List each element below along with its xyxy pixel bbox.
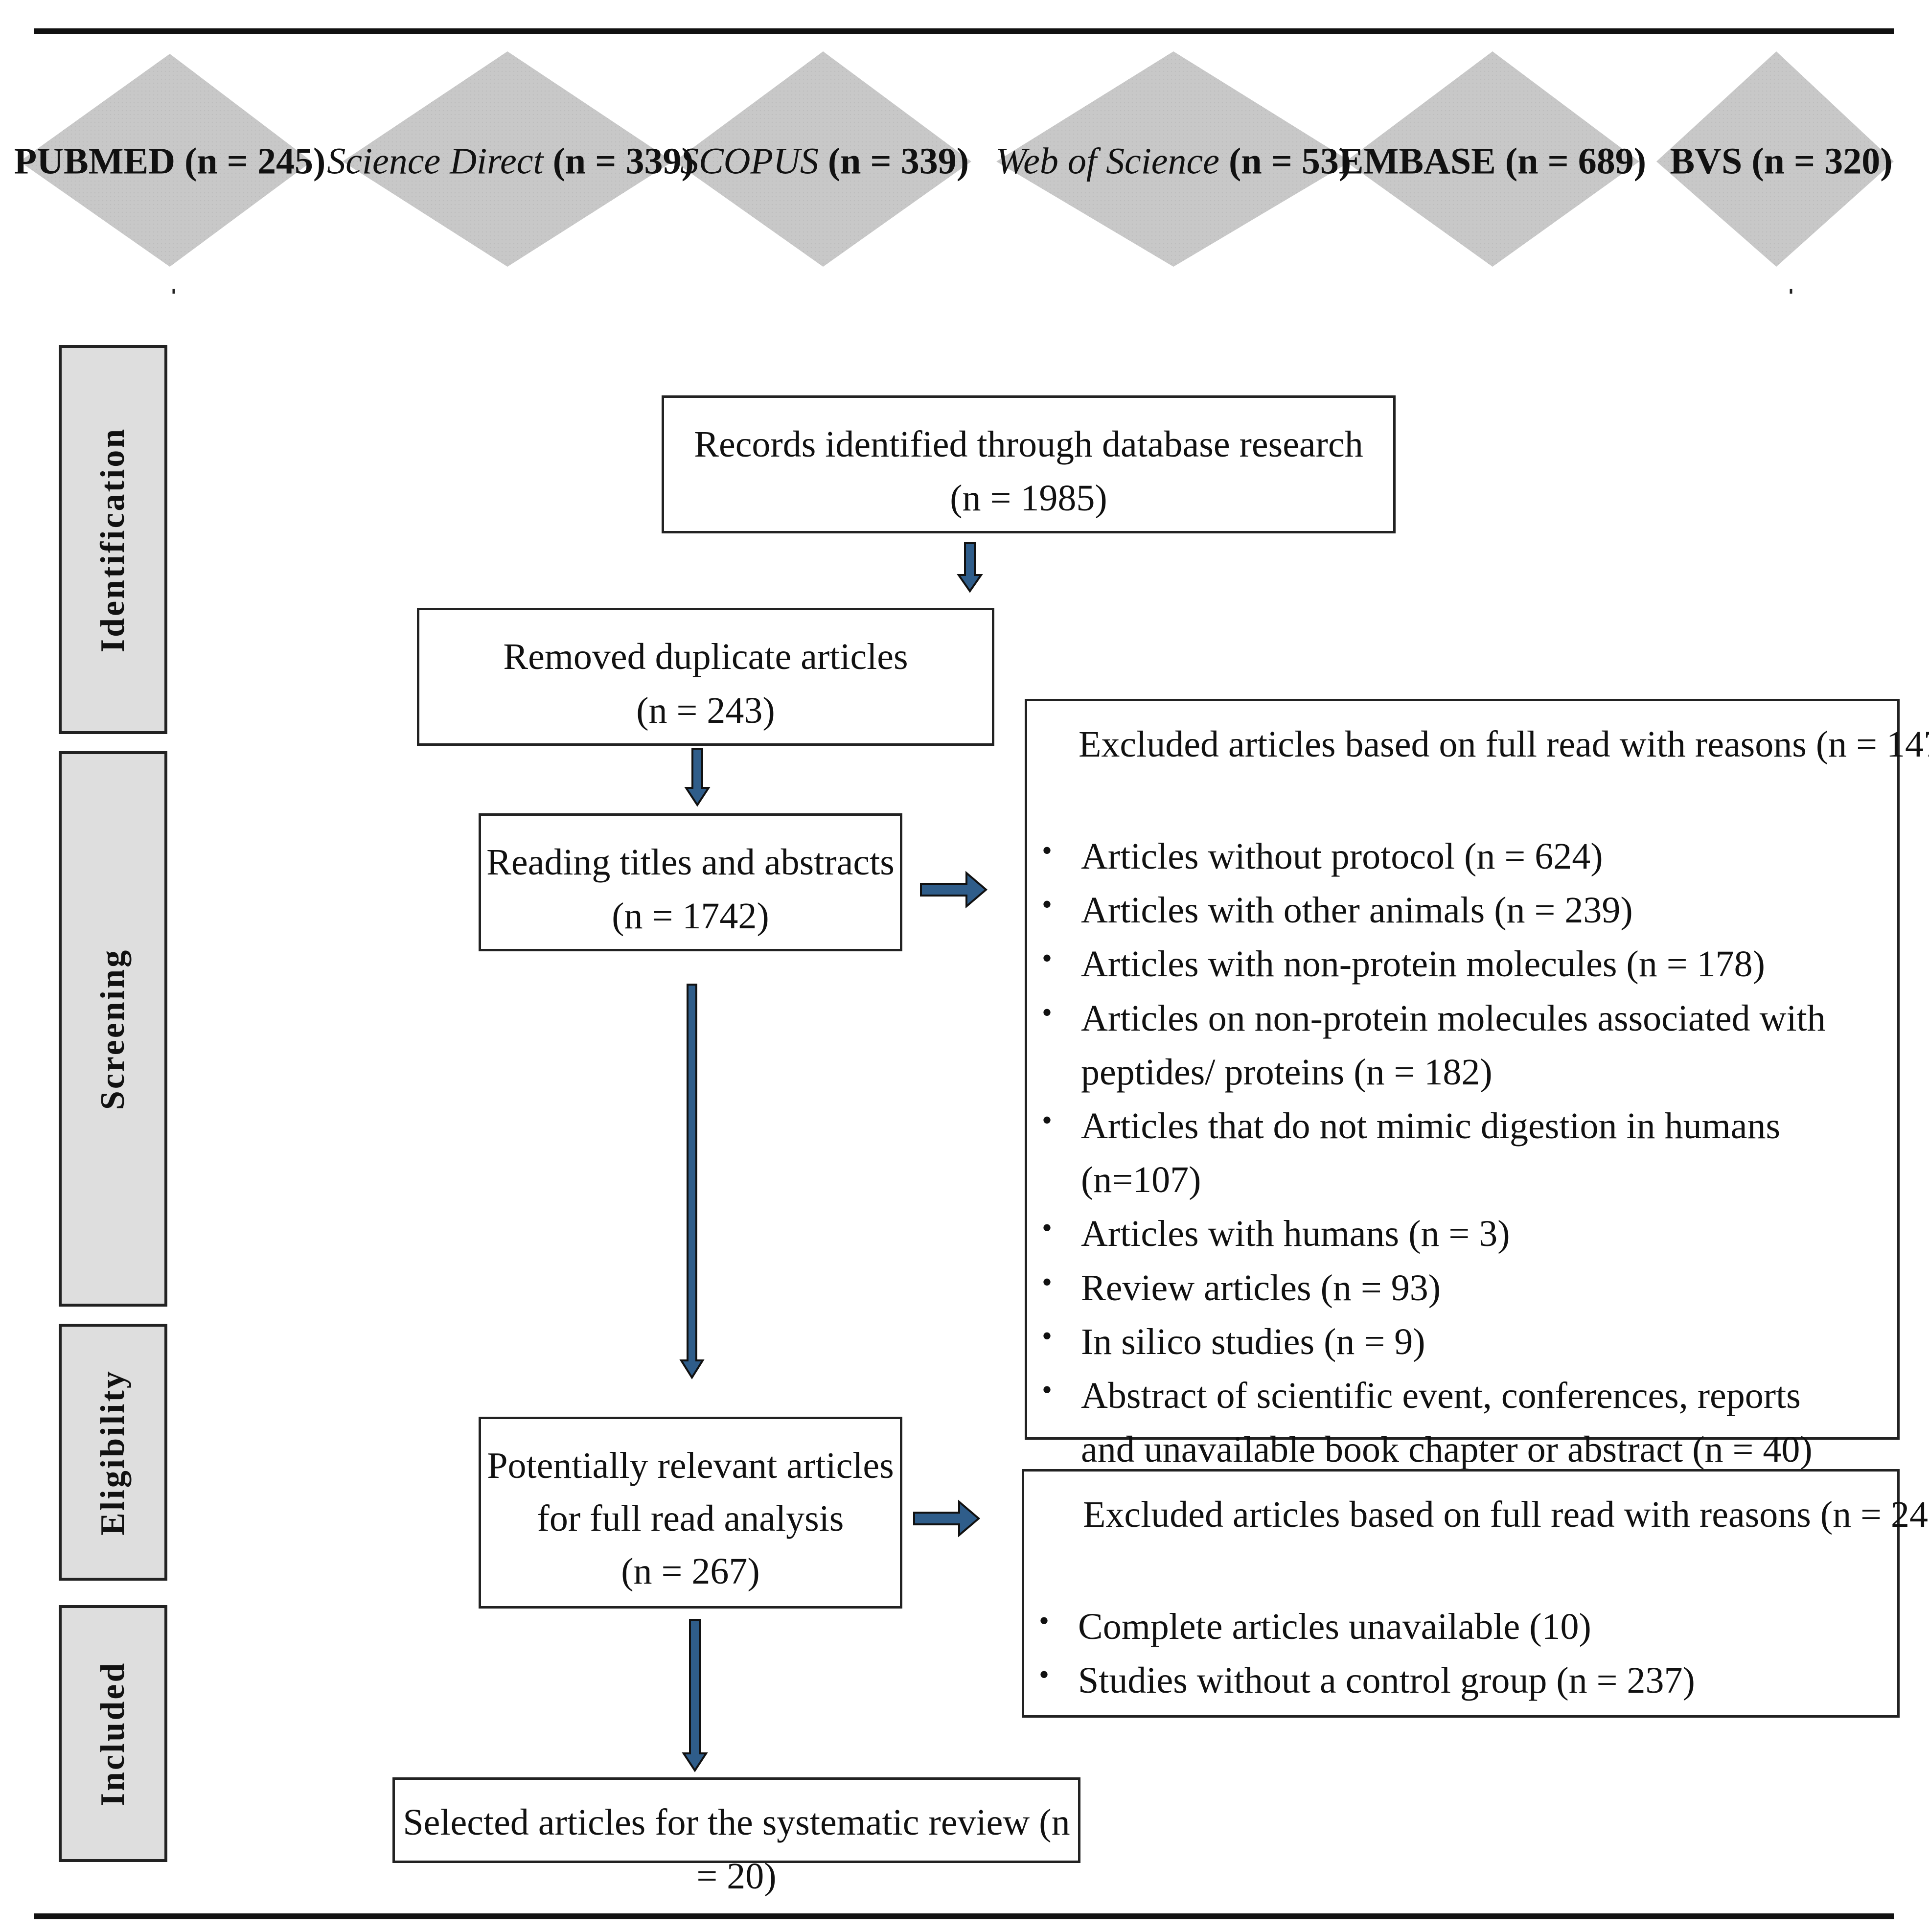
list-item: Articles that do not mimic digestion in … bbox=[1027, 1099, 1859, 1207]
bottom-rule bbox=[34, 1913, 1894, 1919]
arrow-right-eligibility bbox=[913, 1499, 981, 1538]
exclusion-box-screening: Excluded articles based on full read wit… bbox=[1025, 699, 1929, 1470]
database-label-web-of-science: Web of Science (n = 53) bbox=[996, 140, 1351, 183]
box-line: for full read analysis bbox=[537, 1498, 844, 1539]
database-label-bvs: BVS (n = 320) bbox=[1670, 140, 1892, 183]
database-label-scopus: SCOPUS (n = 339) bbox=[680, 140, 969, 183]
database-brace bbox=[172, 289, 1792, 294]
box-line: Selected articles for the systematic rev… bbox=[403, 1802, 1070, 1897]
duplicates-removed-box: Removed duplicate articles (n = 243) bbox=[417, 608, 994, 746]
database-name: EMBASE bbox=[1338, 140, 1496, 182]
box-line: Removed duplicate articles bbox=[503, 636, 908, 677]
phase-eligibility: Eligibility bbox=[59, 1324, 167, 1581]
database-diamond-scopus bbox=[674, 51, 971, 267]
list-item: Articles with other animals (n = 239) bbox=[1027, 883, 1859, 937]
exclusion-title: Excluded articles based on full read wit… bbox=[1079, 724, 1929, 765]
phase-identification: Identification bbox=[59, 345, 167, 734]
full-read-box: Potentially relevant articles for full r… bbox=[479, 1417, 902, 1609]
database-name: Science Direct bbox=[327, 140, 544, 182]
phase-included: Included bbox=[59, 1605, 167, 1862]
list-item: Studies without a control group (n = 237… bbox=[1024, 1654, 1856, 1707]
box-line: (n = 1742) bbox=[612, 896, 769, 937]
database-label-science-direct: Science Direct (n = 339) bbox=[327, 140, 694, 183]
database-name: SCOPUS bbox=[680, 140, 819, 182]
database-diamond-embase bbox=[1346, 51, 1639, 267]
list-item: Articles with humans (n = 3) bbox=[1027, 1207, 1859, 1261]
database-count: (n = 339) bbox=[818, 140, 969, 182]
phase-label: Eligibility bbox=[94, 1369, 132, 1536]
database-count: (n = 320) bbox=[1742, 140, 1893, 182]
phase-label: Screening bbox=[94, 948, 132, 1110]
arrow-right-screening bbox=[920, 871, 988, 909]
list-item: Abstract of scientific event, conference… bbox=[1027, 1369, 1859, 1476]
box-line: (n = 267) bbox=[621, 1551, 760, 1592]
phase-screening: Screening bbox=[59, 751, 167, 1307]
exclusion-reasons-list: Articles without protocol (n = 624) Arti… bbox=[1027, 829, 1859, 1476]
database-name: PUBMED bbox=[14, 140, 176, 182]
selected-articles-box: Selected articles for the systematic rev… bbox=[392, 1777, 1080, 1897]
box-line: (n = 243) bbox=[636, 690, 775, 731]
list-item: Complete articles unavailable (10) bbox=[1024, 1600, 1856, 1654]
top-rule bbox=[34, 28, 1894, 34]
database-diamond-science-direct bbox=[343, 51, 673, 267]
database-count: (n = 53) bbox=[1219, 140, 1352, 182]
database-diamonds bbox=[20, 51, 1894, 294]
exclusion-reasons-list: Complete articles unavailable (10) Studi… bbox=[1024, 1600, 1856, 1707]
database-count: (n = 339) bbox=[543, 140, 694, 182]
box-line: Records identified through database rese… bbox=[694, 424, 1363, 465]
screening-box: Reading titles and abstracts (n = 1742) bbox=[479, 813, 902, 951]
list-item: Articles with non-protein molecules (n =… bbox=[1027, 937, 1859, 991]
list-item: Articles without protocol (n = 624) bbox=[1027, 829, 1859, 883]
box-line: (n = 1985) bbox=[950, 478, 1107, 519]
box-line: Reading titles and abstracts bbox=[486, 842, 895, 883]
list-item: Articles on non-protein molecules associ… bbox=[1027, 991, 1859, 1099]
database-count: (n = 689) bbox=[1495, 140, 1647, 182]
list-item: Review articles (n = 93) bbox=[1027, 1261, 1859, 1315]
phase-label: Identification bbox=[94, 427, 132, 652]
database-diamond-bvs bbox=[1656, 51, 1894, 267]
arrow-down-records bbox=[957, 542, 983, 593]
database-count: (n = 245) bbox=[175, 140, 326, 182]
list-item: In silico studies (n = 9) bbox=[1027, 1315, 1859, 1369]
database-diamond-pubmed bbox=[20, 54, 312, 267]
box-line: Potentially relevant articles bbox=[487, 1445, 894, 1486]
database-label-pubmed: PUBMED (n = 245) bbox=[14, 140, 326, 183]
records-identified-box: Records identified through database rese… bbox=[662, 395, 1396, 533]
database-label-embase: EMBASE (n = 689) bbox=[1339, 140, 1646, 183]
database-name: Web of Science bbox=[995, 140, 1220, 182]
exclusion-box-eligibility: Excluded articles based on full read wit… bbox=[1022, 1469, 1929, 1718]
arrow-down-duplicates bbox=[684, 748, 711, 807]
database-name: BVS bbox=[1670, 140, 1743, 182]
database-diamond-web-of-science bbox=[996, 51, 1351, 267]
arrow-down-included bbox=[682, 1619, 708, 1772]
phase-label: Included bbox=[94, 1661, 132, 1806]
arrow-down-screening bbox=[679, 984, 705, 1380]
exclusion-title: Excluded articles based on full read wit… bbox=[1083, 1494, 1929, 1535]
